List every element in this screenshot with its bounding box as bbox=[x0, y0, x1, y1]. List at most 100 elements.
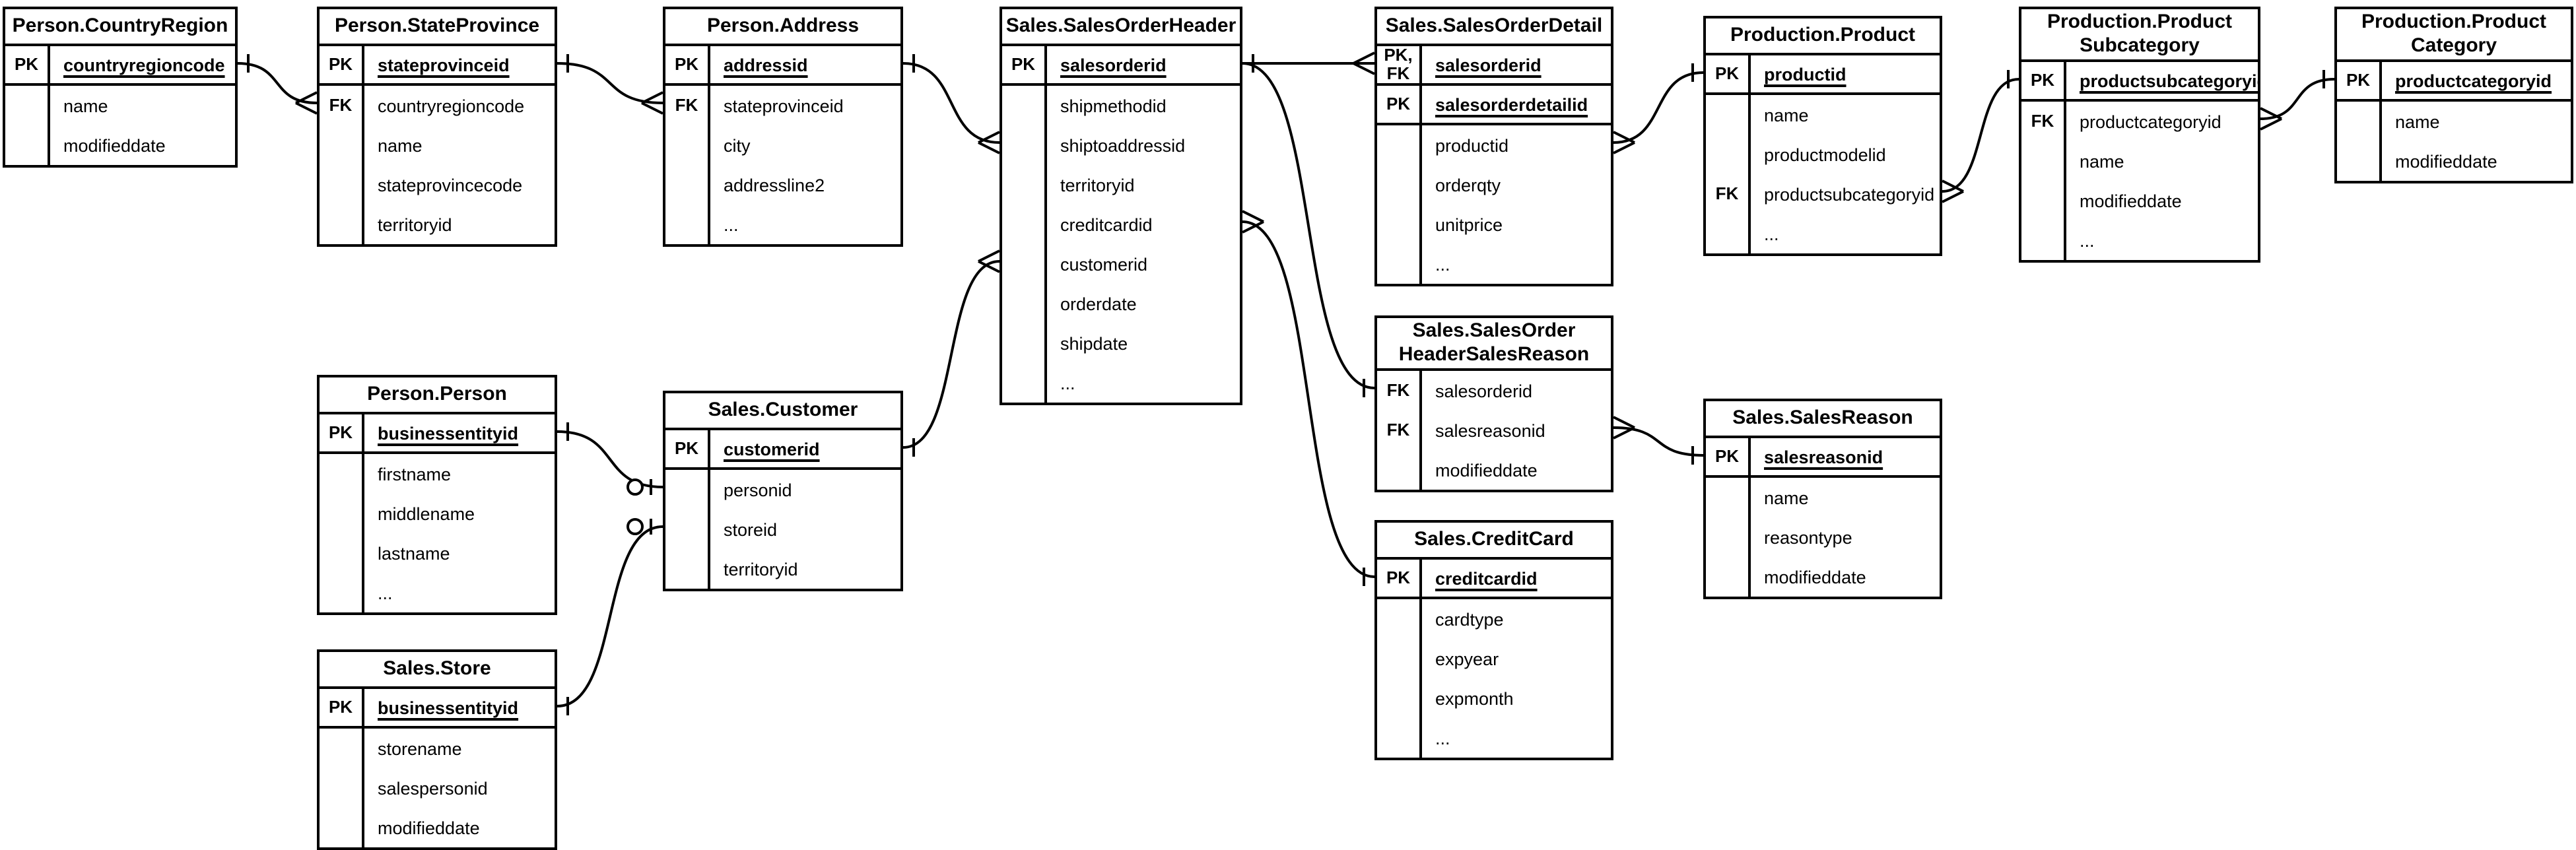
field-stateprovince-stateprovinceid: stateprovinceid bbox=[364, 46, 555, 86]
table-title-line: Person.StateProvince bbox=[334, 15, 540, 37]
table-title-line: Sales.SalesReason bbox=[1732, 407, 1913, 429]
key-label bbox=[5, 86, 50, 125]
field-address-addressid: addressid bbox=[710, 46, 900, 86]
field-stateprovince-stateprovincecode: stateprovincecode bbox=[364, 165, 555, 205]
cardinality-many-crowfoot bbox=[1242, 210, 1264, 223]
key-label: PK bbox=[1002, 46, 1047, 86]
table-title-line: Person.CountryRegion bbox=[12, 15, 228, 37]
field-person-more: ... bbox=[364, 573, 555, 612]
key-label: FK bbox=[1377, 410, 1422, 450]
key-label bbox=[1002, 125, 1047, 165]
key-label: FK bbox=[2021, 102, 2066, 141]
key-label: PK bbox=[665, 430, 710, 470]
field-productsubcategory-more: ... bbox=[2066, 220, 2258, 260]
key-label: PK bbox=[1706, 55, 1751, 95]
field-productsubcategory-modifieddate: modifieddate bbox=[2066, 181, 2258, 220]
field-customer-personid: personid bbox=[710, 470, 900, 509]
key-label: PK bbox=[2021, 62, 2066, 102]
key-label bbox=[1377, 678, 1422, 718]
field-address-city: city bbox=[710, 125, 900, 165]
key-label bbox=[665, 165, 710, 205]
field-salesreason-modifieddate: modifieddate bbox=[1751, 557, 1940, 597]
field-person-middlename: middlename bbox=[364, 494, 555, 533]
field-salesorderheader-creditcardid: creditcardid bbox=[1047, 205, 1240, 244]
field-customer-customerid: customerid bbox=[710, 430, 900, 470]
table-title: Person.StateProvince bbox=[320, 9, 555, 46]
key-label bbox=[320, 494, 364, 533]
relationship-salesorderheader-creditcard bbox=[1242, 220, 1375, 578]
relationship-product-productsubcategory bbox=[1942, 78, 2019, 193]
key-label: FK bbox=[320, 86, 364, 125]
field-salesreason-salesreasonid: salesreasonid bbox=[1751, 438, 1940, 478]
key-label bbox=[1002, 205, 1047, 244]
key-label: PK bbox=[1706, 438, 1751, 478]
key-label bbox=[1377, 165, 1422, 205]
relationship-countryregion-stateprovince bbox=[237, 62, 318, 104]
key-label: PK,FK bbox=[1377, 46, 1422, 86]
field-salesorderheader-shipdate: shipdate bbox=[1047, 323, 1240, 363]
cardinality-many-crowfoot bbox=[1942, 190, 1964, 203]
relationship-person-customer bbox=[557, 430, 663, 488]
field-product-productid: productid bbox=[1751, 55, 1940, 95]
field-product-name: name bbox=[1751, 95, 1940, 135]
cardinality-many-crowfoot bbox=[978, 131, 1000, 144]
field-salesorderdetail-salesorderid: salesorderid bbox=[1422, 46, 1611, 86]
cardinality-many-crowfoot bbox=[1942, 180, 1964, 193]
cardinality-many-crowfoot bbox=[641, 91, 663, 104]
key-label bbox=[320, 729, 364, 768]
key-label bbox=[1377, 244, 1422, 284]
relationship-address-salesorderheader bbox=[902, 62, 1000, 144]
key-label bbox=[665, 470, 710, 509]
key-label bbox=[665, 509, 710, 549]
table-title-line: Production.Product bbox=[1730, 24, 1915, 46]
field-product-productmodelid: productmodelid bbox=[1751, 135, 1940, 174]
relationship-salesorderheader-sohsr bbox=[1242, 62, 1375, 389]
field-creditcard-creditcardid: creditcardid bbox=[1422, 560, 1611, 599]
key-label bbox=[320, 165, 364, 205]
key-label bbox=[1377, 599, 1422, 639]
key-label bbox=[665, 205, 710, 244]
key-label bbox=[1377, 450, 1422, 490]
key-label bbox=[320, 573, 364, 612]
field-salesorderdetail-salesorderdetailid: salesorderdetailid bbox=[1422, 86, 1611, 125]
relationship-sohsr-salesreason bbox=[1613, 426, 1704, 457]
field-salesorderheader-shiptoaddressid: shiptoaddressid bbox=[1047, 125, 1240, 165]
cardinality-many-crowfoot bbox=[978, 141, 1000, 154]
field-salesorderheader-customerid: customerid bbox=[1047, 244, 1240, 284]
table-title-line: Sales.SalesOrderDetail bbox=[1385, 15, 1603, 37]
key-label bbox=[320, 125, 364, 165]
key-label bbox=[320, 454, 364, 494]
cardinality-many-crowfoot bbox=[1242, 220, 1264, 234]
cardinality-many-crowfoot bbox=[1353, 62, 1375, 75]
field-creditcard-cardtype: cardtype bbox=[1422, 599, 1611, 639]
field-countryregion-modifieddate: modifieddate bbox=[50, 125, 235, 165]
table-title-line: Person.Address bbox=[706, 15, 860, 37]
field-store-salespersonid: salespersonid bbox=[364, 768, 555, 808]
field-stateprovince-countryregioncode: countryregioncode bbox=[364, 86, 555, 125]
